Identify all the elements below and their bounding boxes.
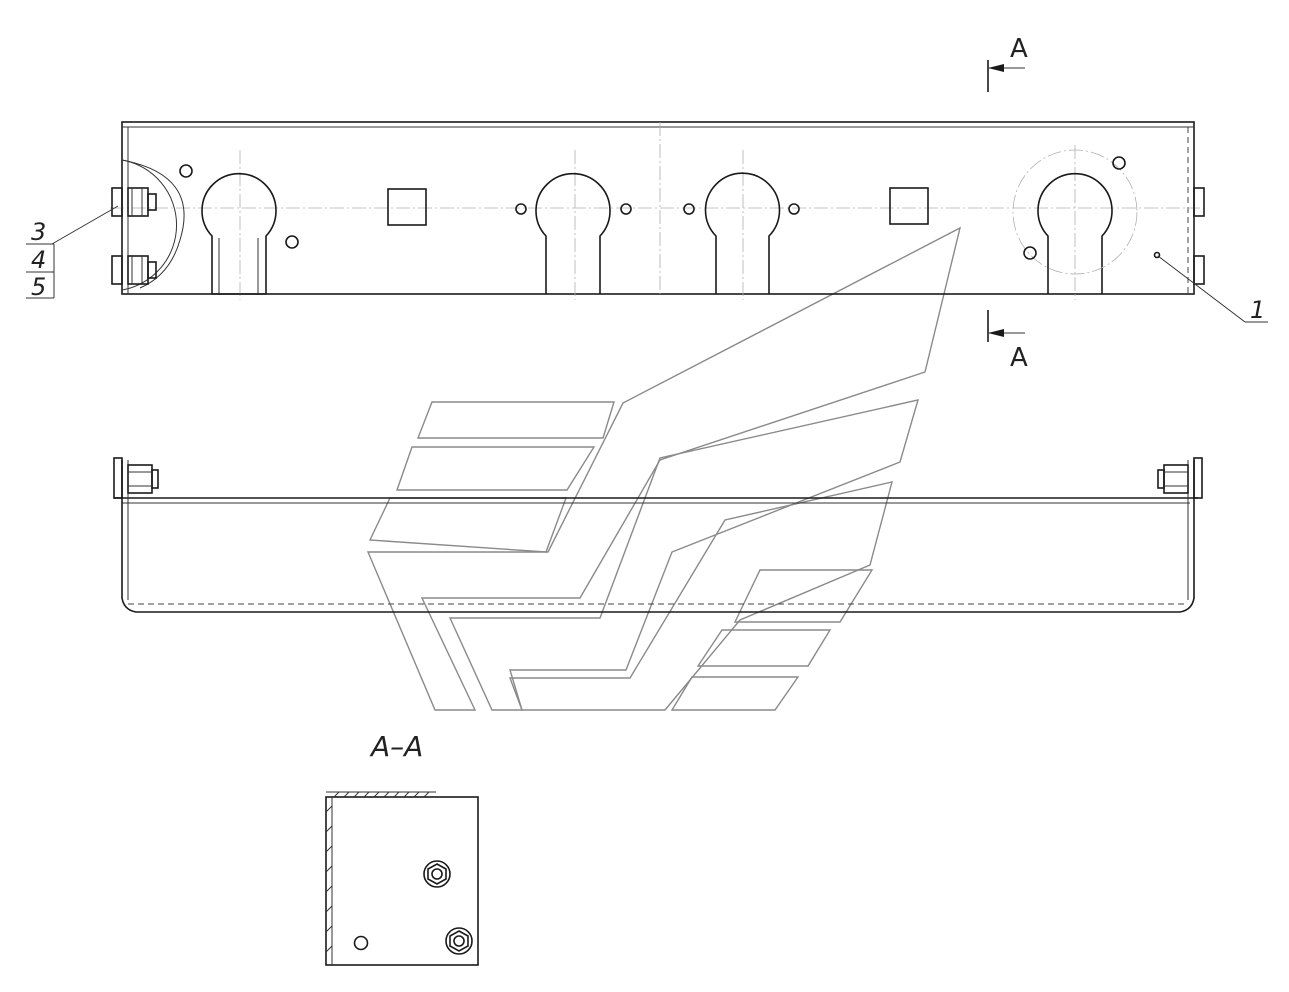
callout-left: 3 4 5	[26, 205, 119, 301]
callout-right: 1	[1157, 255, 1268, 324]
section-view-title: A–A	[369, 730, 423, 763]
callout-item-3: 3	[31, 218, 46, 246]
watermark-logo	[366, 226, 962, 711]
front-view	[113, 457, 1203, 613]
callout-item-5: 5	[31, 273, 46, 301]
callout-item-4: 4	[31, 246, 46, 274]
section-letter-bottom: A	[1010, 343, 1028, 373]
section-view	[325, 791, 479, 966]
plan-view	[110, 121, 1205, 300]
section-marker-top: A	[987, 34, 1028, 92]
section-letter-top: A	[1010, 34, 1028, 64]
callout-item-1: 1	[1250, 296, 1265, 324]
section-marker-bottom: A	[987, 310, 1028, 373]
